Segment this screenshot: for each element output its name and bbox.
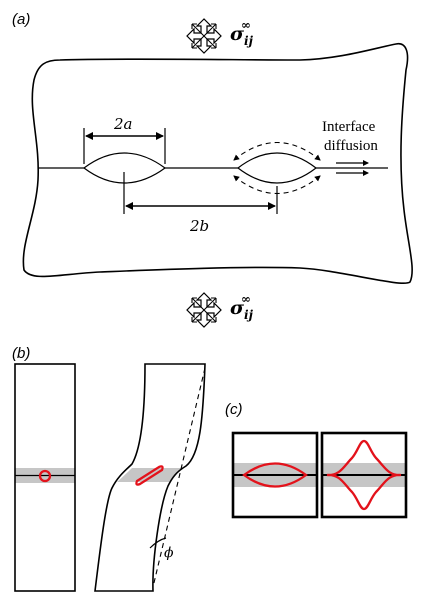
panel-a: (a) σij∞ 2a 2b Interface diffusion	[12, 11, 413, 328]
stress-sigma: σ	[230, 23, 245, 45]
shear-angle-label: ϕ	[164, 545, 174, 561]
box-c-left	[231, 431, 319, 519]
panel-c: (c)	[225, 401, 408, 519]
shear-reference-line	[152, 367, 206, 588]
four-way-arrow-icon	[186, 18, 222, 54]
cavity-circle	[38, 469, 52, 483]
stress-symbol-bottom: σij ∞	[230, 292, 254, 322]
four-way-arrow-icon	[186, 292, 222, 328]
interface-label-line2: diffusion	[324, 138, 378, 154]
cavity-sheared	[135, 465, 164, 486]
stress-subscript: ij	[244, 34, 254, 48]
shear-angle-arc	[149, 537, 167, 549]
cavity-left	[82, 152, 167, 184]
diffusion-arc-top	[233, 142, 321, 161]
dim-2b-label: 2b	[189, 217, 209, 235]
stress-superscript: ∞	[241, 292, 251, 306]
dim-2a-label: 2a	[113, 115, 133, 133]
panel-b: (b) ϕ	[12, 345, 206, 592]
stress-sigma: σ	[230, 297, 245, 319]
stress-superscript: ∞	[241, 18, 251, 32]
panel-c-label: (c)	[225, 401, 243, 418]
bar-sheared	[94, 363, 206, 592]
interface-band-right	[117, 468, 182, 482]
panel-a-label: (a)	[12, 11, 30, 28]
panel-b-label: (b)	[12, 345, 30, 362]
cavity-crack-like	[326, 439, 402, 511]
stress-subscript: ij	[244, 308, 254, 322]
interface-label-line1: Interface	[322, 119, 376, 135]
cavity-right	[237, 152, 317, 184]
stress-symbol-top: σij ∞	[230, 18, 254, 48]
body-outline	[22, 43, 413, 284]
box-c-right	[320, 431, 408, 519]
cavity-lens	[242, 462, 308, 488]
bar-undeformed	[14, 363, 76, 592]
